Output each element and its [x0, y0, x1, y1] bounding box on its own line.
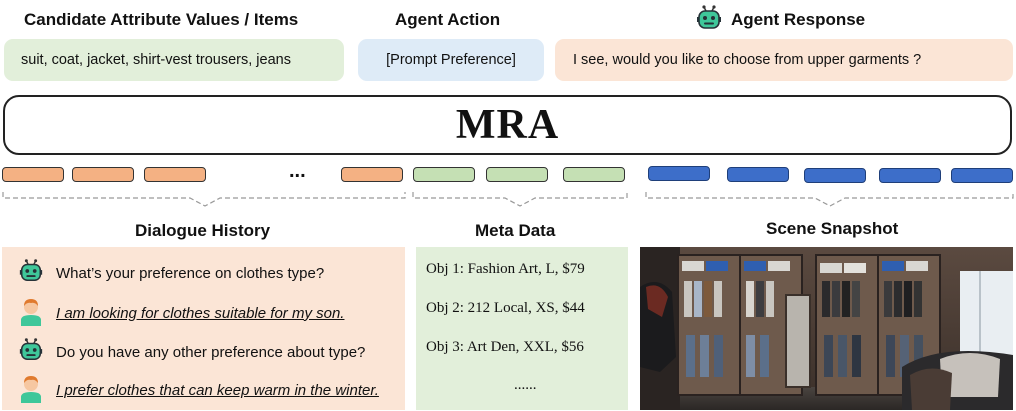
token-ellipsis: ...	[289, 160, 306, 182]
model-block: MRA	[3, 95, 1012, 155]
meta-panel: Obj 1: Fashion Art, L, $79 Obj 2: 212 Lo…	[416, 247, 628, 410]
model-label: MRA	[455, 102, 560, 148]
scene-header: Scene Snapshot	[766, 219, 899, 238]
scene-token	[879, 168, 941, 183]
candidates-box: suit, coat, jacket, shirt-vest trousers,…	[4, 39, 344, 81]
robot-icon	[18, 258, 44, 288]
dialogue-brace	[2, 192, 406, 207]
dialogue-turn: What’s your preference on clothes type?	[18, 258, 324, 288]
robot-icon	[695, 4, 723, 32]
scene-image	[640, 247, 1013, 410]
action-text: [Prompt Preference]	[386, 52, 516, 68]
meta-more: ......	[514, 377, 537, 393]
robot-icon	[18, 337, 44, 367]
candidates-text: suit, coat, jacket, shirt-vest trousers,…	[21, 52, 291, 68]
scene-token	[951, 168, 1013, 183]
group-braces	[2, 192, 1014, 207]
action-header: Agent Action	[395, 10, 501, 29]
dialogue-turn: I prefer clothes that can keep warm in t…	[18, 373, 379, 407]
dialogue-text: I am looking for clothes suitable for my…	[56, 304, 345, 322]
dialogue-text: What’s your preference on clothes type?	[56, 264, 325, 282]
candidates-header: Candidate Attribute Values / Items	[24, 10, 299, 29]
dialogue-text: I prefer clothes that can keep warm in t…	[56, 381, 379, 399]
meta-token	[413, 167, 475, 182]
meta-header: Meta Data	[475, 221, 556, 240]
action-box: [Prompt Preference]	[358, 39, 544, 81]
dialogue-panel: What’s your preference on clothes type? …	[2, 247, 405, 410]
scene-token	[727, 167, 789, 182]
user-icon	[18, 373, 44, 407]
response-header: Agent Response	[731, 10, 866, 29]
meta-item: Obj 1: Fashion Art, L, $79	[426, 261, 585, 277]
scene-brace	[645, 192, 1014, 207]
response-box: I see, would you like to choose from upp…	[555, 39, 1013, 81]
dialogue-token	[2, 167, 64, 182]
meta-brace	[412, 192, 628, 207]
dialogue-token	[144, 167, 206, 182]
dialogue-token	[341, 167, 403, 182]
scene-token	[804, 168, 866, 183]
dialogue-text: Do you have any other preference about t…	[56, 343, 366, 361]
meta-item: Obj 2: 212 Local, XS, $44	[426, 300, 585, 316]
meta-token	[486, 167, 548, 182]
scene-token	[648, 166, 710, 181]
dialogue-header: Dialogue History	[135, 221, 271, 240]
dialogue-turn: I am looking for clothes suitable for my…	[18, 296, 344, 330]
meta-item: Obj 3: Art Den, XXL, $56	[426, 339, 584, 355]
meta-token	[563, 167, 625, 182]
user-icon	[18, 296, 44, 330]
dialogue-token	[72, 167, 134, 182]
response-text: I see, would you like to choose from upp…	[573, 52, 922, 68]
dialogue-turn: Do you have any other preference about t…	[18, 337, 365, 367]
